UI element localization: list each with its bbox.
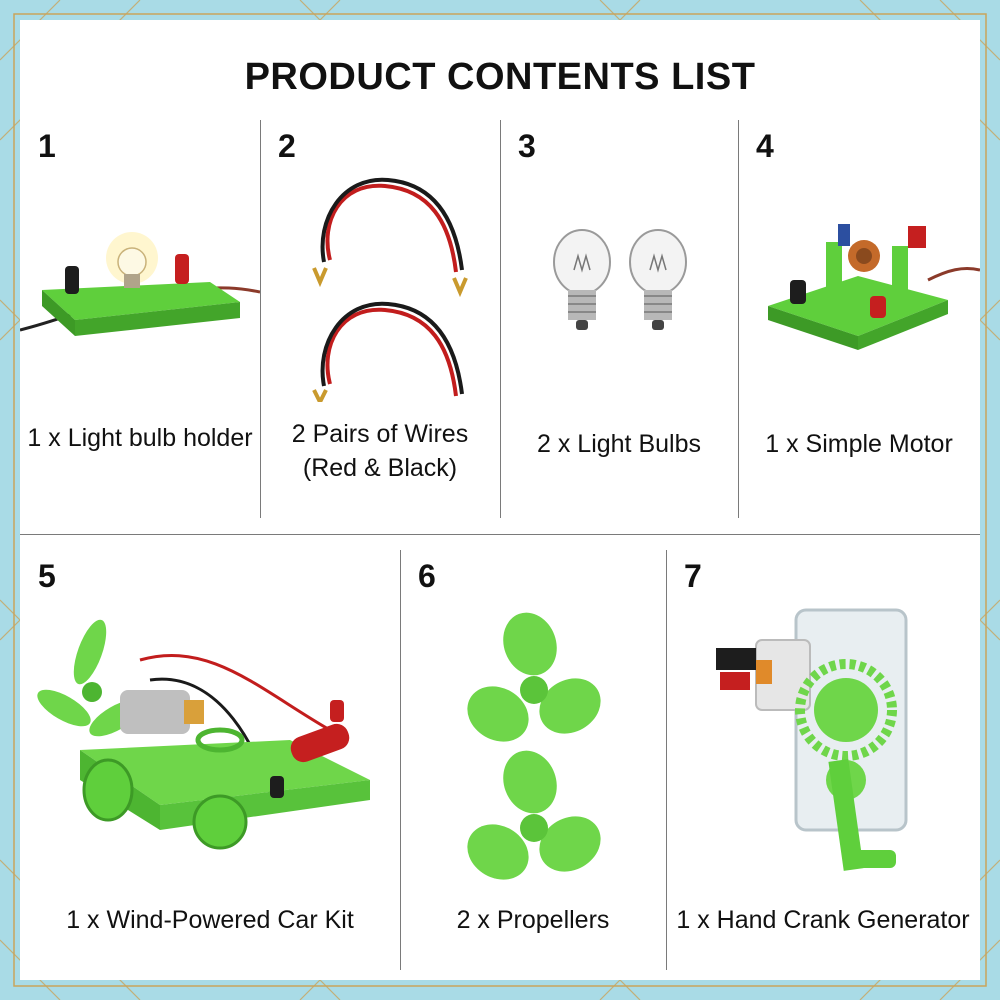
item-simple-motor: 4 1 x Simple Motor <box>738 120 980 520</box>
item-caption: 1 x Hand Crank Generator <box>676 906 970 934</box>
divider-row2-1 <box>400 550 401 970</box>
wind-powered-car-icon <box>37 619 370 850</box>
item-caption: 2 x Light Bulbs <box>537 430 701 458</box>
divider-row1-2 <box>500 120 501 518</box>
wires-icon <box>312 177 468 402</box>
hand-crank-generator-icon <box>716 608 908 871</box>
divider-horizontal <box>20 534 980 535</box>
contents-card: PRODUCT CONTENTS LIST 1 1 x Light bulb h… <box>20 20 980 980</box>
item-light-bulb-holder: 1 1 x Light bulb holder <box>20 120 260 520</box>
page-title: PRODUCT CONTENTS LIST <box>244 56 756 98</box>
item-number: 6 <box>418 558 436 594</box>
item-number: 4 <box>756 128 774 164</box>
item-number: 2 <box>278 128 296 164</box>
simple-motor-icon <box>768 224 980 350</box>
propellers-icon <box>467 612 601 880</box>
item-caption: 1 x Wind-Powered Car Kit <box>66 906 354 934</box>
item-caption-line1: 2 Pairs of Wires <box>291 420 469 448</box>
item-number: 3 <box>518 128 536 164</box>
item-wind-powered-car: 5 1 x Wind-Powered Car Kit <box>20 550 400 970</box>
item-number: 1 <box>38 128 56 164</box>
light-bulb-holder-icon <box>20 232 260 336</box>
divider-row2-2 <box>666 550 667 970</box>
item-number: 7 <box>684 558 702 594</box>
item-caption: 1 x Simple Motor <box>765 430 953 458</box>
item-propellers: 6 2 x Propellers <box>400 550 666 970</box>
divider-row1-3 <box>738 120 739 518</box>
divider-row1-1 <box>260 120 261 518</box>
item-light-bulbs: 3 2 x Light Bulbs <box>500 120 738 520</box>
item-caption-line2: (Red & Black) <box>302 454 458 482</box>
item-caption: 1 x Light bulb holder <box>27 424 253 452</box>
item-number: 5 <box>38 558 56 594</box>
item-wires: 2 2 Pairs of Wires (Red & Black) <box>260 120 500 520</box>
light-bulbs-icon <box>553 229 687 330</box>
item-hand-crank-generator: 7 1 x Hand Crank Generator <box>666 550 980 970</box>
item-caption: 2 x Propellers <box>456 906 610 934</box>
